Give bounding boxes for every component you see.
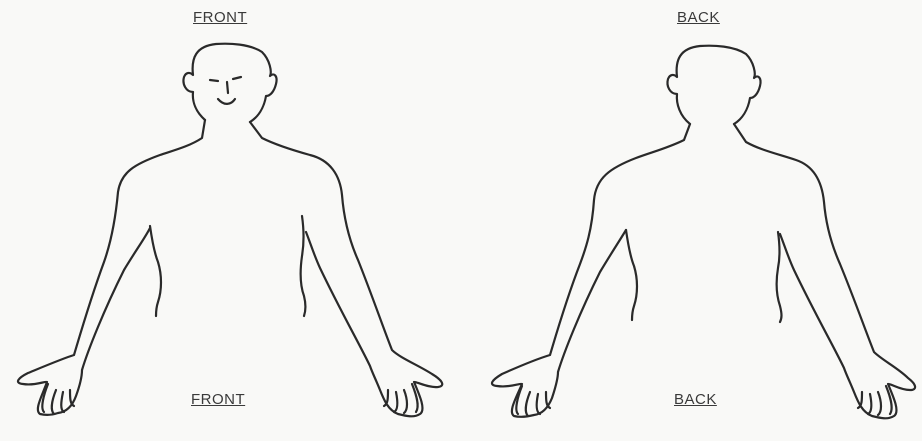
back-left-arm-outline [492, 124, 690, 417]
back-right-torso-line [777, 232, 782, 322]
back-left-fingers [516, 386, 550, 416]
back-left-torso-line [626, 230, 637, 320]
back-caption-label: BACK [674, 392, 717, 407]
back-body-outline [492, 46, 915, 419]
front-caption-label: FRONT [191, 392, 245, 407]
back-right-arm-outline [734, 124, 915, 418]
back-head-outline [667, 46, 760, 124]
